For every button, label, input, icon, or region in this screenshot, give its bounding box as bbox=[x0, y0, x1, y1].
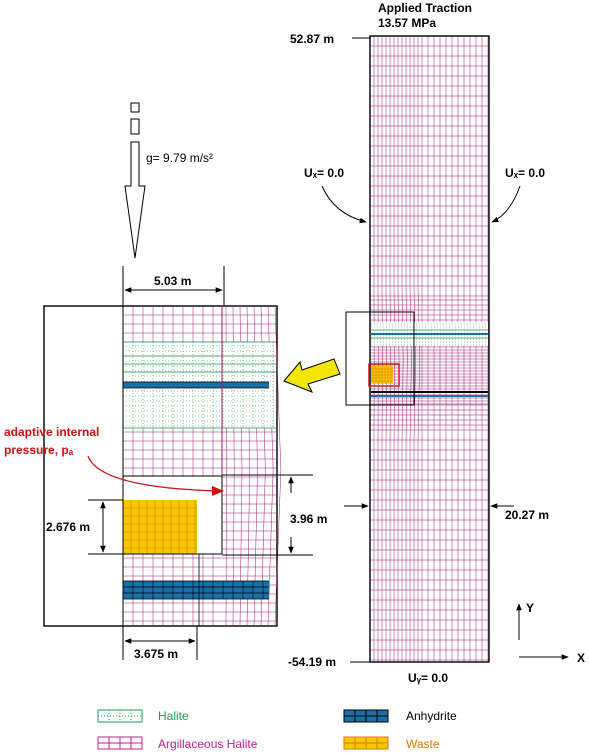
gravity-arrow-icon bbox=[124, 102, 146, 259]
top-elevation-label: 52.87 m bbox=[290, 32, 334, 46]
full-model-outline bbox=[369, 35, 490, 663]
ux-right-arrow bbox=[491, 185, 521, 223]
legend-swatch-waste bbox=[343, 736, 389, 750]
ux-right-label: Uₓ= 0.0 bbox=[505, 166, 545, 180]
ux-left-label: Uₓ= 0.0 bbox=[304, 166, 344, 180]
legend-label-waste: Waste bbox=[406, 737, 440, 751]
bottom-elevation-label: -54.19 m bbox=[288, 655, 336, 669]
uy-bottom-label: Uᵧ= 0.0 bbox=[408, 671, 448, 685]
pressure-annotation-arrow bbox=[87, 455, 221, 492]
ux-left-arrow bbox=[321, 185, 367, 224]
zoom-pointer-arrow-icon bbox=[283, 358, 341, 393]
legend-label-anhydrite: Anhydrite bbox=[406, 709, 457, 723]
traction-label-line1: Applied Traction bbox=[378, 1, 472, 15]
x-axis-label: X bbox=[577, 651, 585, 665]
pressure-annotation-arrowhead bbox=[212, 486, 224, 496]
depth-gap-label: 3.96 m bbox=[290, 512, 327, 526]
width-total-label: 20.27 m bbox=[505, 508, 549, 522]
room-width-label: 3.675 m bbox=[134, 647, 178, 661]
room-height-label: 2.676 m bbox=[46, 520, 90, 534]
legend-swatch-halite bbox=[97, 709, 143, 723]
detail-mesh bbox=[122, 305, 282, 627]
legend-label-halite: Halite bbox=[158, 709, 189, 723]
inset-marker bbox=[345, 311, 415, 406]
full-model-mesh bbox=[370, 36, 489, 662]
pressure-annotation-line2: pressure, pₐ bbox=[4, 443, 74, 457]
detail-frame bbox=[43, 305, 278, 627]
y-axis-label: Y bbox=[526, 601, 534, 615]
legend: Halite Anhydrite Argillaceous Halite Was… bbox=[97, 709, 457, 751]
detail-width-label: 5.03 m bbox=[154, 274, 191, 288]
legend-label-argillaceous-halite: Argillaceous Halite bbox=[158, 737, 258, 751]
waste-marker bbox=[368, 363, 400, 387]
traction-label-line2: 13.57 MPa bbox=[378, 16, 436, 30]
pressure-annotation-line1: adaptive internal bbox=[4, 425, 99, 439]
legend-swatch-anhydrite bbox=[343, 709, 389, 723]
gravity-label: g= 9.79 m/s² bbox=[146, 151, 213, 165]
legend-swatch-argillaceous-halite bbox=[97, 736, 143, 750]
